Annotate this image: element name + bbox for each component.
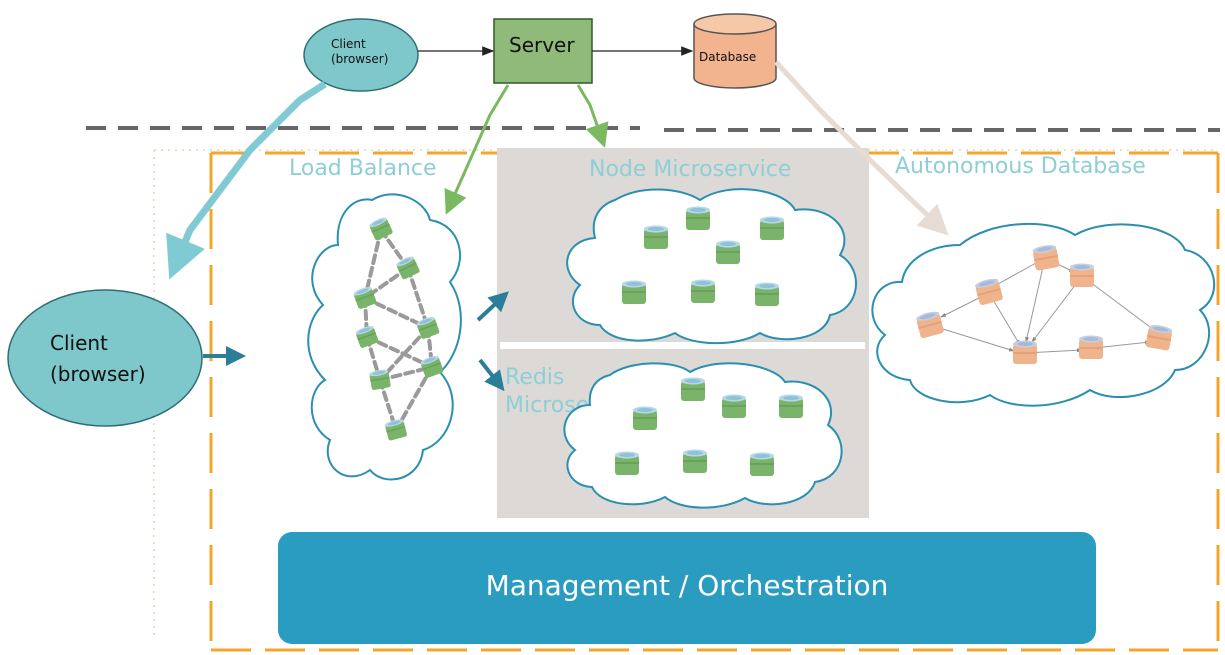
top-client-label-line1: Client [331, 37, 366, 51]
container-icon [722, 394, 746, 418]
container-icon [779, 394, 803, 418]
container-icon [691, 279, 715, 303]
client-down-arrow [166, 81, 327, 280]
container-icon [644, 225, 668, 249]
redis-microservice-label-line1: Redis [505, 365, 564, 390]
main-client-label-line1: Client [50, 331, 108, 355]
node-microservice-cloud [566, 188, 857, 345]
lb-to-node-arrow [476, 291, 509, 322]
server-to-loadbalance-arrow [444, 84, 510, 215]
management-bar [278, 532, 1096, 644]
container-icon [686, 206, 710, 230]
main-client-label-line2: (browser) [50, 362, 146, 386]
container-icon [683, 449, 707, 473]
main-client-node [7, 289, 203, 427]
top-client-label-line2: (browser) [331, 52, 388, 66]
autonomous-database-cloud [871, 222, 1216, 407]
container-icon [755, 282, 779, 306]
node-microservice-label: Node Microservice [589, 157, 791, 182]
top-separator [86, 126, 1220, 132]
microservice-divider [500, 342, 865, 349]
server-node [493, 18, 593, 84]
container-icon [681, 377, 705, 401]
db-node-icon [1070, 263, 1094, 287]
container-icon [716, 240, 740, 264]
autonomous-database-label: Autonomous Database [895, 154, 1146, 179]
container-icon [615, 451, 639, 475]
container-icon [622, 280, 646, 304]
container-icon [750, 452, 774, 476]
database-label: Database [699, 50, 756, 64]
database-to-autonomous-arrow [774, 60, 949, 236]
db-node-icon [1013, 340, 1037, 364]
load-balance-label: Load Balance [289, 156, 437, 181]
lb-to-redis-arrow [478, 358, 505, 392]
container-icon [760, 216, 784, 240]
load-balance-cloud [307, 193, 462, 481]
top-client-node [303, 18, 419, 92]
container-icon [633, 406, 657, 430]
server-to-node-arrow [576, 84, 609, 148]
db-node-icon [1079, 335, 1103, 359]
management-bar-label: Management / Orchestration [486, 569, 889, 602]
database-node [693, 13, 777, 89]
server-label: Server [509, 33, 575, 57]
